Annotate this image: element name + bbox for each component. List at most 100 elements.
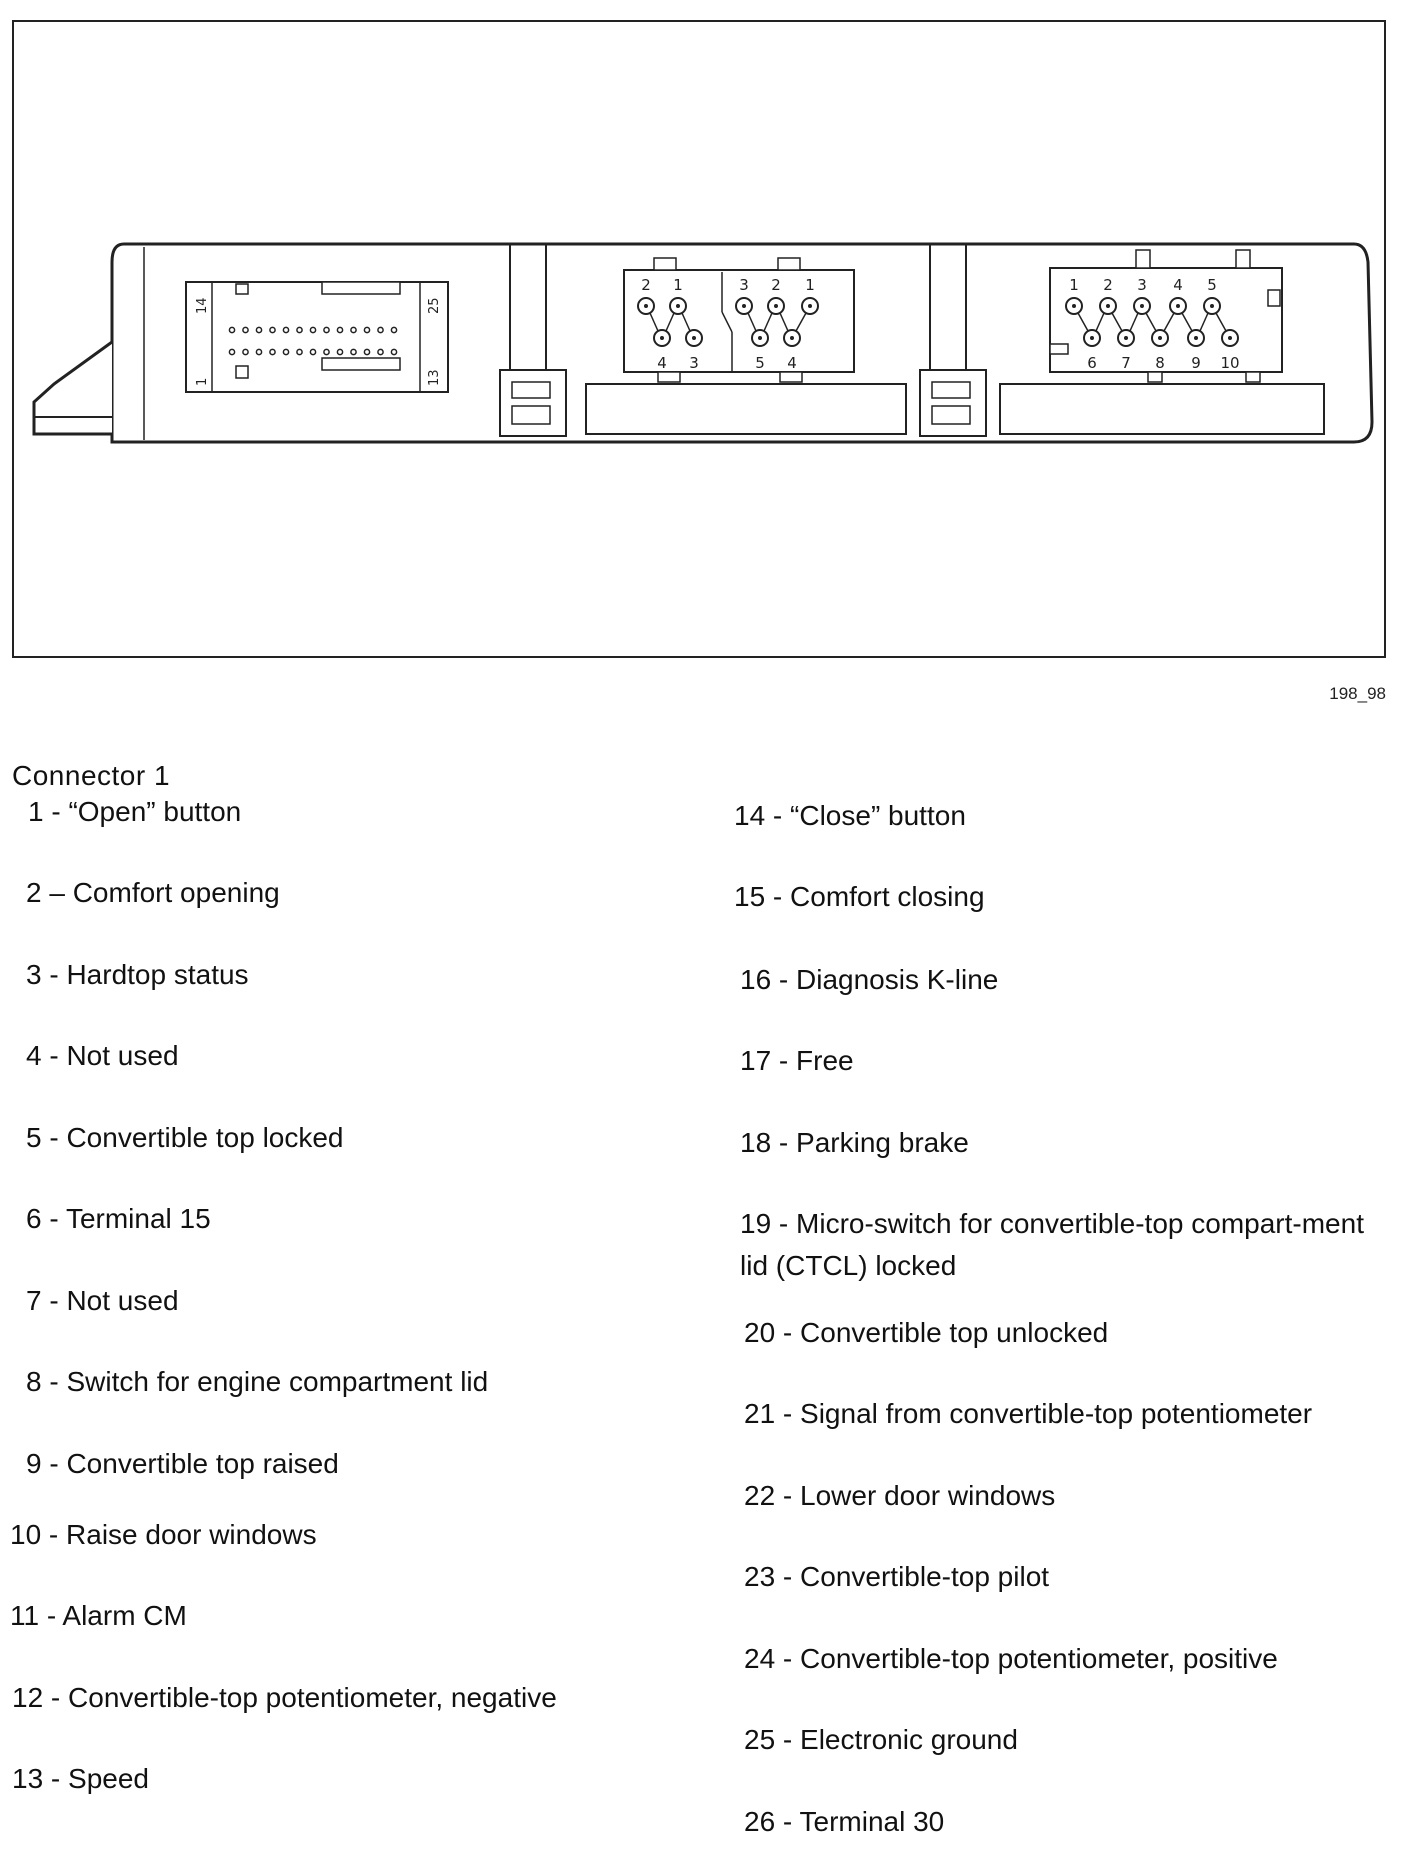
divider-clip-1 — [499, 244, 567, 437]
pin-description: 24 - Convertible-top potentiometer, posi… — [744, 1643, 1278, 1674]
pin-description: 2 – Comfort opening — [26, 877, 280, 908]
connector-1-label-25: 25 — [427, 297, 442, 314]
pin-description: 4 - Not used — [26, 1040, 179, 1071]
connector-3-pin-center — [1176, 304, 1180, 308]
connector-1-pin — [228, 326, 236, 334]
pin-description: 12 - Convertible-top potentiometer, nega… — [12, 1682, 557, 1713]
pin-description: 23 - Convertible-top pilot — [744, 1561, 1050, 1592]
pin-description: 22 - Lower door windows — [744, 1480, 1056, 1511]
connector-1-pin — [242, 348, 249, 356]
connector-1-pin — [336, 326, 344, 334]
connector-3-pin-label: 6 — [1087, 354, 1097, 372]
pin-description: 7 - Not used — [26, 1285, 179, 1316]
pin-link — [1129, 312, 1139, 332]
connector-3-pin-label: 9 — [1191, 354, 1201, 372]
pin-link — [1145, 312, 1157, 332]
pin-link — [1077, 312, 1089, 332]
pin-link — [1095, 312, 1105, 332]
connector-2-pin-center — [676, 304, 680, 308]
connector-2-pin-label: 2 — [771, 276, 781, 294]
pin-link — [747, 312, 757, 332]
connector-1-pin — [269, 348, 276, 356]
connector-2-pin-label: 1 — [673, 276, 683, 294]
pin-description: 9 - Convertible top raised — [26, 1448, 339, 1479]
connector-1-pin — [296, 326, 303, 334]
connector-1-pin — [282, 348, 290, 356]
connector-3-pin-label: 8 — [1155, 354, 1165, 372]
pin-link — [1163, 312, 1175, 332]
pin-description: 19 - Micro-switch for convertible-top co… — [740, 1208, 1364, 1281]
connector-2-pin-center — [774, 304, 778, 308]
figure-id: 198_98 — [1329, 684, 1386, 703]
connector-2-pin-center — [692, 336, 696, 340]
connector-1-pin — [336, 348, 344, 356]
connector-3-pin-label: 1 — [1069, 276, 1079, 294]
connector-1-label-13: 13 — [427, 369, 442, 386]
connector-2-pin-label: 5 — [755, 354, 765, 372]
connector-1-pin — [323, 326, 330, 334]
connector-3-pin-center — [1072, 304, 1076, 308]
connector-1-pin — [309, 348, 317, 356]
connector-2-pin-label: 3 — [739, 276, 749, 294]
connector-1-block: 14 1 25 13 — [185, 281, 449, 393]
connector-1-pin — [282, 326, 290, 334]
connector-1-pin — [228, 348, 236, 356]
pin-link — [665, 312, 675, 332]
connector-2-pin-label: 1 — [805, 276, 815, 294]
connector-2-pin-label: 3 — [689, 354, 699, 372]
connector-1-pin — [296, 348, 303, 356]
pin-description: 21 - Signal from convertible-top potenti… — [744, 1398, 1313, 1429]
pin-description: 25 - Electronic ground — [744, 1724, 1018, 1755]
pin-link — [681, 312, 691, 332]
pin-description: 8 - Switch for engine compartment lid — [26, 1366, 489, 1397]
pin-description: 3 - Hardtop status — [26, 959, 249, 990]
connector-2-pin-label: 2 — [641, 276, 651, 294]
pin-link — [795, 312, 807, 332]
connector-3-pin-center — [1228, 336, 1232, 340]
connector-2-pin-center — [790, 336, 794, 340]
divider-clip-2 — [919, 244, 987, 437]
mounting-tab — [32, 340, 113, 436]
connector-2-pin-center — [660, 336, 664, 340]
connector-3-pin-label: 10 — [1220, 354, 1239, 372]
pin-description: 13 - Speed — [12, 1763, 149, 1794]
connector-2-pin-center — [758, 336, 762, 340]
connector-1-pin — [309, 326, 317, 334]
pin-description: 26 - Terminal 30 — [744, 1806, 945, 1837]
pin-description: 14 - “Close” button — [734, 800, 966, 831]
connector-1-pin — [350, 326, 357, 334]
connector-1-pin — [363, 326, 371, 334]
connector-3-pin-center — [1124, 336, 1128, 340]
connector-2-pin-label: 4 — [657, 354, 667, 372]
pin-description: 6 - Terminal 15 — [26, 1203, 211, 1234]
connector-title: Connector 1 — [12, 760, 171, 791]
connector-3-pin-label: 4 — [1173, 276, 1183, 294]
connector-2-pin-center — [742, 304, 746, 308]
connector-1-pin — [255, 326, 263, 334]
connector-3-pin-center — [1210, 304, 1214, 308]
connector-1-pin — [350, 348, 357, 356]
connector-1-pin — [363, 348, 371, 356]
connector-3-pin-label: 5 — [1207, 276, 1217, 294]
connector-1-pin — [323, 348, 330, 356]
pin-description: 10 - Raise door windows — [10, 1519, 317, 1550]
pin-description: 1 - “Open” button — [28, 796, 242, 827]
connector-2-pin-center — [808, 304, 812, 308]
connector-3-pin-center — [1090, 336, 1094, 340]
connector-3-pin-label: 2 — [1103, 276, 1113, 294]
connector-1-pin — [269, 326, 276, 334]
pin-description: 18 - Parking brake — [740, 1127, 969, 1158]
pin-description: 17 - Free — [740, 1045, 854, 1076]
pin-link — [1111, 312, 1123, 332]
connector-3-pin-center — [1158, 336, 1162, 340]
connector-3-pin-center — [1194, 336, 1198, 340]
pin-link — [1199, 312, 1209, 332]
connector-3-pin-center — [1106, 304, 1110, 308]
connector-1-pin — [242, 326, 249, 334]
pin-link — [1181, 312, 1193, 332]
pin-link — [649, 312, 659, 332]
